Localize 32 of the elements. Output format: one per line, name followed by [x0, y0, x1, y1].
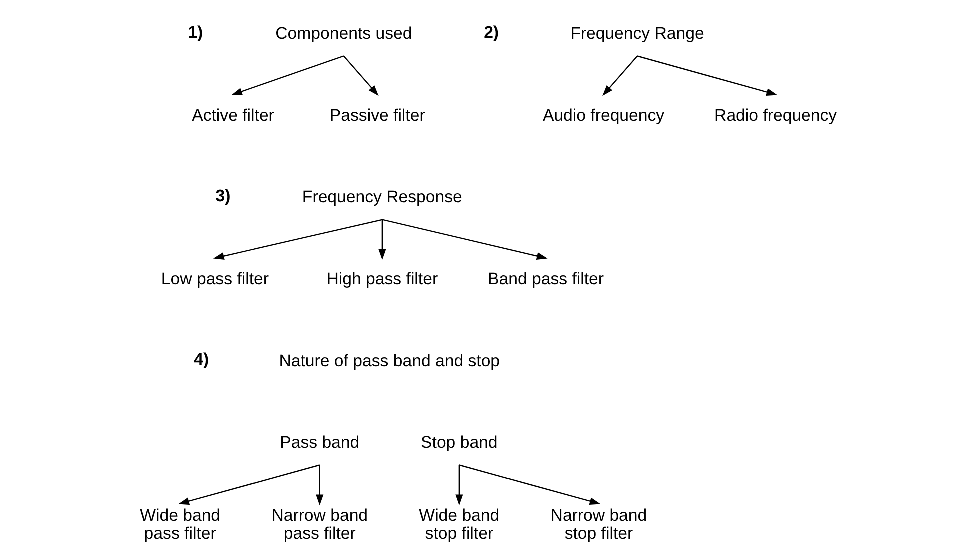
node-text: Wide band pass filter	[140, 506, 220, 543]
label: 3)	[215, 186, 230, 206]
arrow	[316, 465, 324, 506]
label: 2)	[484, 22, 499, 42]
arrow	[212, 219, 382, 260]
label: 1)	[188, 22, 203, 42]
arrow	[382, 219, 548, 260]
label: Nature of pass band and stop	[278, 351, 500, 370]
node-text: Components used	[275, 24, 412, 44]
node-text: Radio frequency	[714, 106, 837, 125]
node-text: Narrow band pass filter	[271, 506, 368, 543]
arrow	[378, 220, 386, 260]
arrow	[602, 56, 638, 96]
label: 4)	[194, 350, 209, 370]
arrow	[231, 56, 344, 96]
node-text: Stop band	[420, 433, 498, 452]
arrow	[458, 464, 600, 506]
node-text: Frequency Response	[302, 188, 462, 207]
node-text: Wide band stop filter	[418, 506, 500, 543]
arrow	[455, 465, 463, 506]
arrow	[636, 56, 778, 96]
arrow	[342, 56, 378, 96]
node-text: Pass band	[280, 433, 360, 452]
node-text: Band pass filter	[488, 269, 604, 288]
node-text: High pass filter	[326, 269, 438, 288]
arrow	[178, 464, 320, 506]
node-text: Low pass filter	[160, 269, 268, 288]
node-text: Frequency Range	[570, 24, 704, 44]
node-text: Active filter	[192, 106, 274, 125]
node-text: Passive filter	[329, 106, 425, 125]
node-text: Audio frequency	[542, 106, 664, 125]
node-text: Narrow band stop filter	[550, 506, 647, 543]
